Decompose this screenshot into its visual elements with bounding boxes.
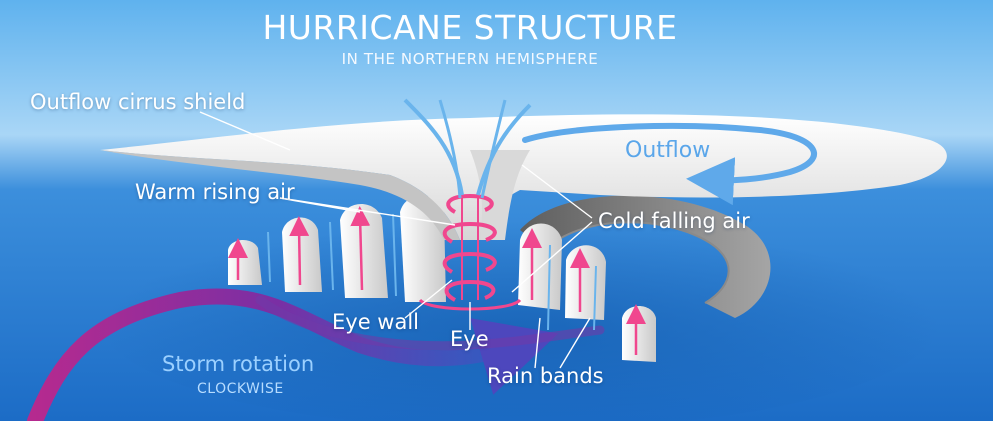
page-subtitle: IN THE NORTHERN HEMISPHERE xyxy=(341,50,599,68)
eye-outflow-right xyxy=(476,103,532,196)
page-title: HURRICANE STRUCTURE xyxy=(262,8,678,47)
eye-spiral xyxy=(442,193,497,302)
inner-rotation-arrow xyxy=(255,295,605,351)
label-outflow: Outflow xyxy=(625,138,711,163)
outflow-arrow xyxy=(522,122,817,206)
outflow-cirrus-shield xyxy=(100,114,947,240)
label-clockwise: CLOCKWISE xyxy=(197,381,284,397)
back-rain-band-top xyxy=(544,221,730,304)
eye-inflow-left xyxy=(438,99,462,199)
label-eye-wall: Eye wall xyxy=(332,310,420,334)
label-storm-rotation: Storm rotation xyxy=(162,352,315,376)
back-rain-band xyxy=(520,195,771,318)
label-cold-falling-air: Cold falling air xyxy=(598,209,750,233)
eye-inflow-right xyxy=(480,99,507,199)
label-eye: Eye xyxy=(450,327,489,351)
shield-underside xyxy=(100,150,460,240)
label-rain-bands: Rain bands xyxy=(487,364,604,388)
label-warm-rising-air: Warm rising air xyxy=(135,180,295,204)
leader-lines xyxy=(199,111,593,369)
left-rain-bands xyxy=(228,195,446,302)
label-outflow-cirrus-shield: Outflow cirrus shield xyxy=(30,90,246,114)
